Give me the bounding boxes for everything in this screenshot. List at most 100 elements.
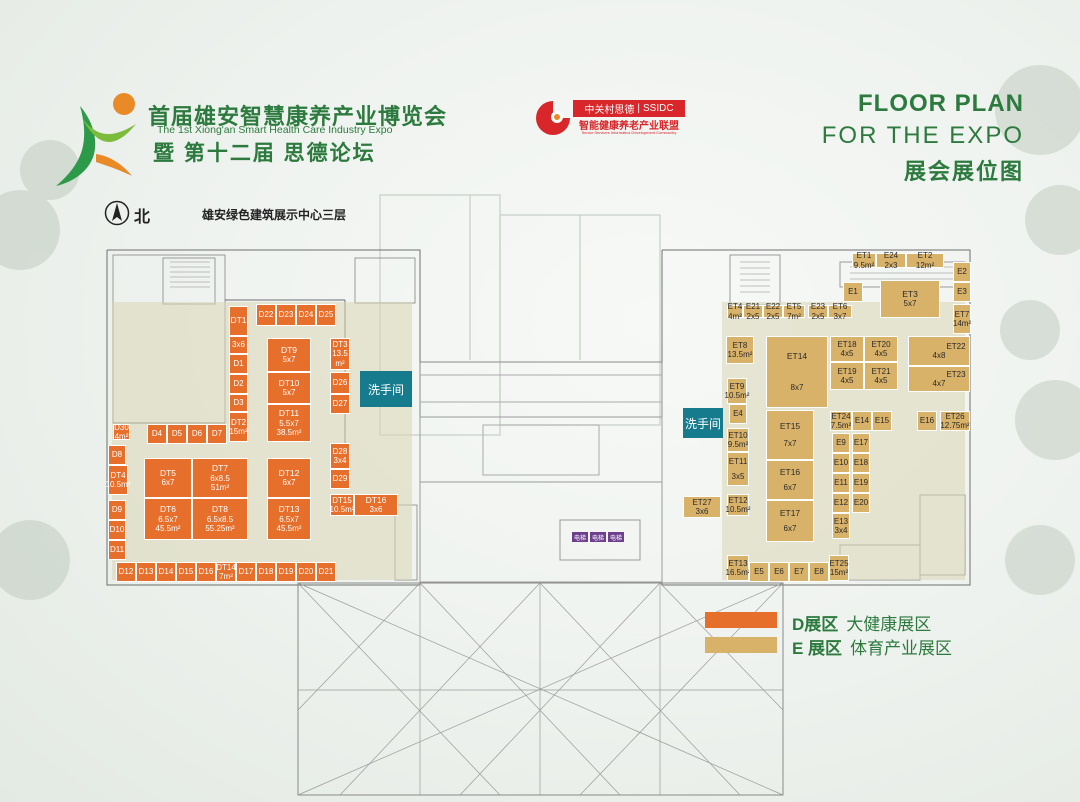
booth-D7[interactable]: D7 <box>207 424 227 444</box>
booth-E11[interactable]: E11 <box>832 473 850 493</box>
booth-D26[interactable]: D26 <box>330 372 350 394</box>
booth-E3[interactable]: E3 <box>953 282 971 302</box>
booth-E5[interactable]: E5 <box>749 562 769 582</box>
booth-E1[interactable]: E1 <box>843 282 863 302</box>
booth-D27[interactable]: D27 <box>330 394 350 414</box>
booth-E20[interactable]: E20 <box>852 493 870 513</box>
booth-E10[interactable]: E10 <box>832 453 850 473</box>
booth-E2[interactable]: E2 <box>953 262 971 282</box>
booth-D4[interactable]: D4 <box>147 424 167 444</box>
booth-E7[interactable]: E7 <box>789 562 809 582</box>
booth-D8[interactable]: D8 <box>108 445 126 465</box>
booth-D6[interactable]: D6 <box>187 424 207 444</box>
booth-D17[interactable]: D17 <box>236 562 256 582</box>
booth-D1[interactable]: D1 <box>229 354 248 374</box>
booth-D20[interactable]: D20 <box>296 562 316 582</box>
booth-D25[interactable]: D25 <box>316 304 336 326</box>
booth-E12[interactable]: E12 <box>832 493 850 513</box>
booth-E8[interactable]: E8 <box>809 562 829 582</box>
booth-DT1[interactable]: DT1 <box>229 306 248 336</box>
booth-E9[interactable]: E9 <box>832 433 850 453</box>
booth-E6[interactable]: E6 <box>769 562 789 582</box>
booth-E19[interactable]: E19 <box>852 473 870 493</box>
booth-D23[interactable]: D23 <box>276 304 296 326</box>
booth-DT1-size[interactable]: 3x6 <box>229 336 248 354</box>
booth-E17[interactable]: E17 <box>852 433 870 453</box>
booth-E15[interactable]: E15 <box>872 411 892 431</box>
booth-E16[interactable]: E16 <box>917 411 937 431</box>
booth-D13[interactable]: D13 <box>136 562 156 582</box>
booth-D15[interactable]: D15 <box>176 562 196 582</box>
booth-D16[interactable]: D16 <box>196 562 216 582</box>
booth-D3[interactable]: D3 <box>229 394 248 412</box>
legend-d-swatch <box>705 612 777 628</box>
booth-D18[interactable]: D18 <box>256 562 276 582</box>
ssidc-name-cn: 中关村思德 <box>584 105 635 116</box>
booth-D19[interactable]: D19 <box>276 562 296 582</box>
booth-D10[interactable]: D10 <box>108 520 126 540</box>
booth-D24[interactable]: D24 <box>296 304 316 326</box>
booth-D5[interactable]: D5 <box>167 424 187 444</box>
booth-D21[interactable]: D21 <box>316 562 336 582</box>
booth-E14[interactable]: E14 <box>852 411 872 431</box>
booth-E4[interactable]: E4 <box>729 404 747 424</box>
booth-E18[interactable]: E18 <box>852 453 870 473</box>
booth-D9[interactable]: D9 <box>108 500 126 520</box>
booth-D2[interactable]: D2 <box>229 374 248 394</box>
booth-D11[interactable]: D11 <box>108 540 126 560</box>
booth-D22[interactable]: D22 <box>256 304 276 326</box>
booth-D14[interactable]: D14 <box>156 562 176 582</box>
booth-D29[interactable]: D29 <box>330 469 350 489</box>
booth-D12[interactable]: D12 <box>116 562 136 582</box>
